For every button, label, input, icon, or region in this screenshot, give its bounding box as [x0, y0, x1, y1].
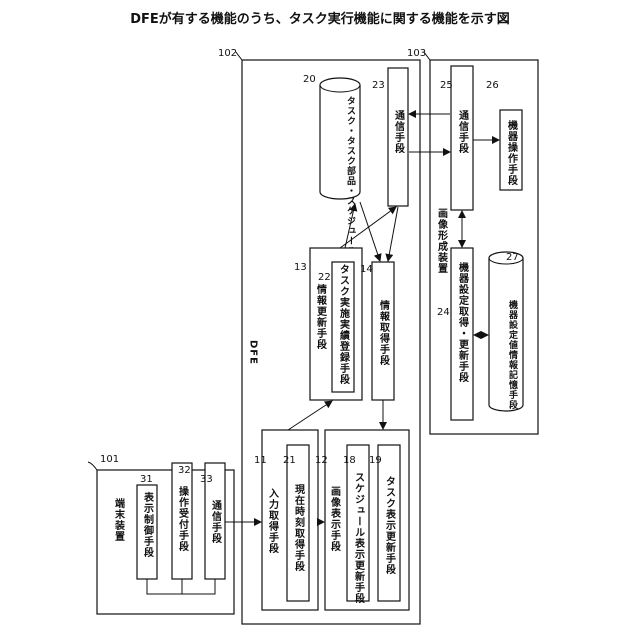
info-acquire-ref: 14 [360, 264, 373, 275]
operation-accept-ref: 32 [178, 465, 191, 476]
arrow-input-to-update [288, 401, 332, 430]
device-settings-storage: 機器設定値情報記憶手段 27 [489, 252, 523, 411]
terminal-comm-label: 通信手段 [210, 500, 222, 544]
task-display-ref: 19 [369, 455, 382, 466]
image-comm-ref: 25 [440, 80, 453, 91]
image-display-ref: 12 [315, 455, 328, 466]
device-settings-ref: 24 [437, 307, 450, 318]
operation-accept-label: 操作受付手段 [177, 485, 189, 552]
info-update-ref: 13 [294, 262, 307, 273]
current-time-ref: 21 [283, 455, 296, 466]
info-update-label: 情報更新手段 [315, 283, 327, 350]
image-device-ref: 103 [407, 48, 426, 59]
image-comm-label: 通信手段 [457, 110, 469, 154]
terminal-label: 端末装置 [113, 497, 126, 542]
terminal-comm-ref: 33 [200, 474, 213, 485]
terminal-ref-leader [88, 462, 97, 470]
dfe-device: 102 DFE タスク・タスク部品・スケジュール情報記憶手段 20 通信手段 2… [218, 48, 420, 624]
input-acquire-ref: 11 [254, 455, 267, 466]
terminal-ref: 101 [100, 454, 119, 465]
device-storage-cylinder [489, 252, 523, 411]
arrow-comm-to-acquire [388, 207, 398, 261]
terminal-device: 101 端末装置 表示制御手段 31 操作受付手段 32 通信手段 33 [88, 454, 234, 614]
task-record-ref: 22 [318, 272, 331, 283]
display-control-ref: 31 [140, 474, 153, 485]
schedule-display-ref: 18 [343, 455, 356, 466]
dfe-comm-label: 通信手段 [393, 110, 405, 154]
device-operation-ref: 26 [486, 80, 499, 91]
image-device-label: 画像形成装置 [436, 208, 449, 274]
dfe-label: DFE [248, 340, 259, 365]
dfe-comm-ref: 23 [372, 80, 385, 91]
device-storage-ref: 27 [506, 252, 519, 263]
dfe-storage-ref: 20 [303, 74, 316, 85]
image-forming-device: 103 画像形成装置 通信手段 25 機器操作手段 26 機器設定取得・更新手段… [407, 48, 538, 434]
dfe-ref: 102 [218, 48, 237, 59]
device-storage-label: 機器設定値情報記憶手段 [507, 299, 519, 410]
terminal-bus-line [147, 579, 215, 594]
